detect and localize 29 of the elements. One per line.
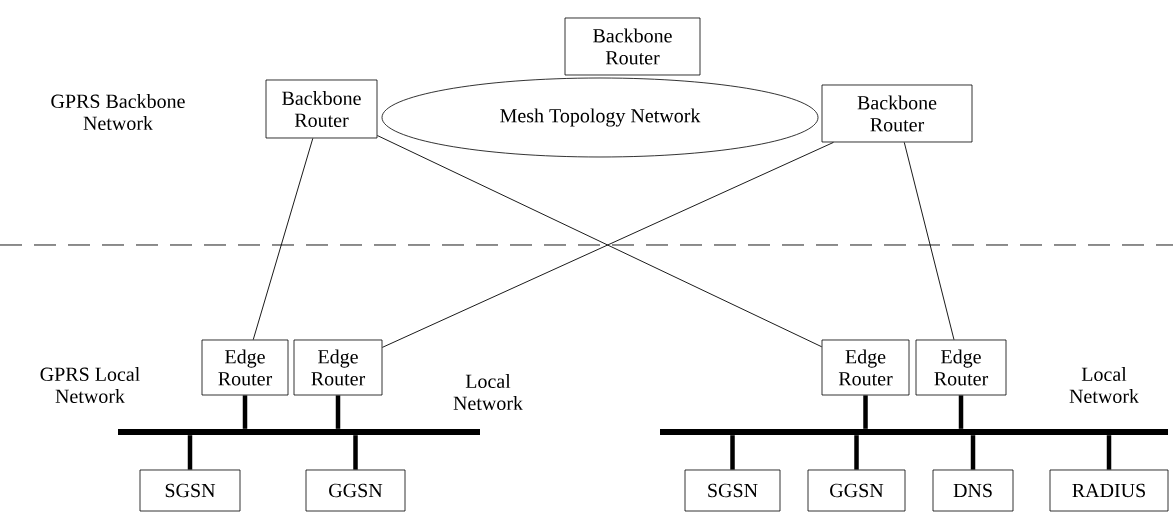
connector-line [903, 141, 955, 341]
server-box: GGSN [807, 469, 906, 512]
connector-line [335, 395, 341, 429]
router-box: Edge Router [201, 339, 289, 396]
connector-line [187, 435, 193, 470]
server-box: SGSN [684, 469, 781, 512]
server-box: DNS [932, 469, 1014, 512]
server-box: RADIUS [1049, 469, 1169, 512]
router-box: Backbone Router [265, 79, 378, 139]
connector-line [1106, 435, 1112, 470]
router-box: Backbone Router [821, 84, 973, 143]
router-box: Edge Router [915, 339, 1007, 396]
connector-line [863, 395, 868, 429]
connector-line [252, 137, 314, 341]
connector-line [958, 395, 964, 429]
network-label: GPRS Backbone Network [51, 93, 185, 131]
server-box: SGSN [139, 469, 241, 512]
server-box: GGSN [305, 469, 406, 512]
network-label: GPRS Local Network [40, 366, 140, 404]
connector-line [242, 395, 248, 429]
connector-line [730, 435, 735, 470]
connector-line [854, 435, 859, 470]
network-label: Local Network [453, 373, 523, 411]
connector-line [970, 435, 976, 470]
router-box: Edge Router [293, 339, 383, 396]
router-box: Backbone Router [564, 17, 701, 76]
network-label: Local Network [1069, 366, 1139, 404]
router-box: Edge Router [821, 339, 910, 396]
connector-line [353, 435, 358, 470]
